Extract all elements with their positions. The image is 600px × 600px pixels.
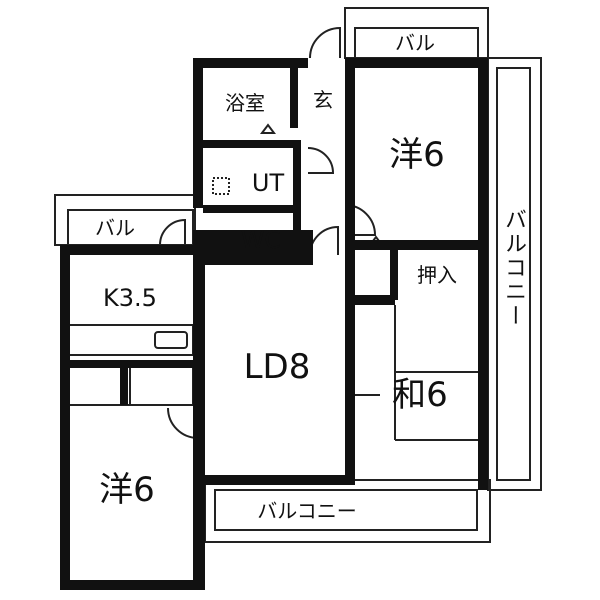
- room-label-bath: 浴室: [225, 91, 265, 115]
- room-label-western-room-north: 洋6: [389, 135, 445, 175]
- room-label-balcony-top: バル: [395, 31, 435, 55]
- room-label-japanese-room: 和6: [392, 375, 448, 415]
- room-label-balcony-left: バル: [95, 216, 135, 240]
- room-label-closet: 押入: [417, 263, 457, 287]
- room-label-utility: UT: [251, 169, 285, 197]
- room-label-balcony-east: バルコニー: [501, 208, 526, 328]
- room-label-toilet: WC: [240, 226, 282, 254]
- room-label-living-dining: LD8: [243, 347, 311, 387]
- kitchen-counter: [67, 324, 194, 356]
- room-label-western-room-south: 洋6: [99, 470, 155, 510]
- room-label-entrance: 玄: [313, 88, 333, 112]
- room-label-balcony-south: バルコニー: [257, 499, 357, 523]
- room-label-kitchen: K3.5: [103, 284, 157, 312]
